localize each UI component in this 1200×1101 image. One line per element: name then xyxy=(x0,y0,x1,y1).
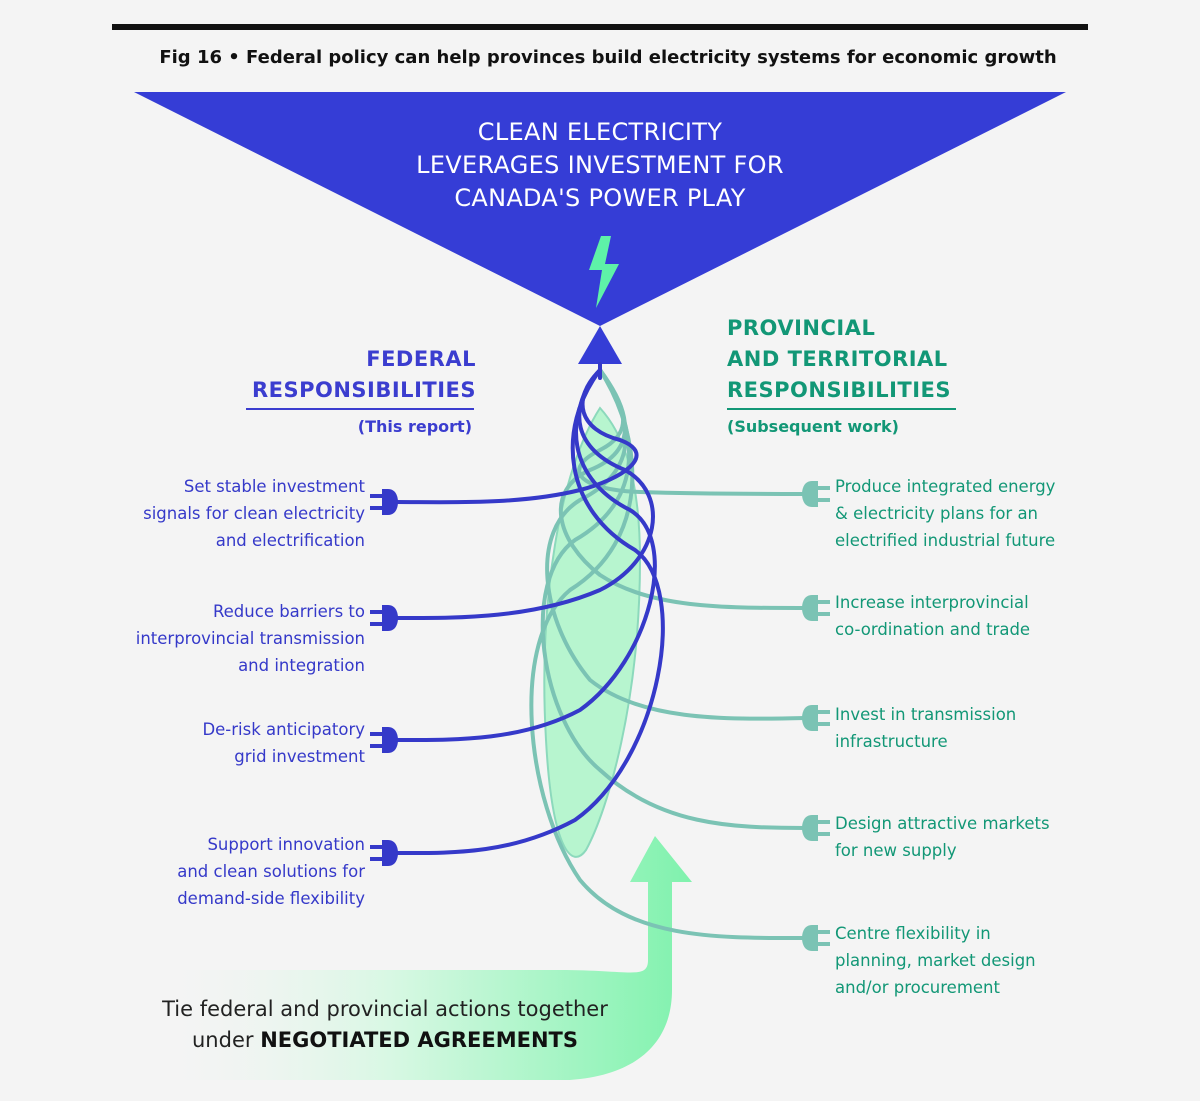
federal-item-investment-signals: Set stable investment signals for clean … xyxy=(143,473,365,554)
federal-wire xyxy=(393,368,657,743)
provincial-heading-line: PROVINCIAL xyxy=(727,316,876,340)
figure-title: Fig 16 • Federal policy can help provinc… xyxy=(159,47,1057,68)
item-line: and/or procurement xyxy=(835,978,1000,997)
item-line: De-risk anticipatory xyxy=(202,720,365,739)
item-line: and electrification xyxy=(215,531,365,550)
item-line: grid investment xyxy=(234,747,365,766)
item-line: and integration xyxy=(238,656,365,675)
up-arrow-icon xyxy=(578,326,622,364)
provincial-wire xyxy=(529,368,807,941)
provincial-item-flexibility: Centre flexibility in planning, market d… xyxy=(835,920,1036,1001)
plug-icon xyxy=(370,727,398,753)
item-line: Design attractive markets xyxy=(835,814,1050,833)
item-line: Increase interprovincial xyxy=(835,593,1029,612)
plug-icon xyxy=(370,489,398,515)
federal-heading-line: RESPONSIBILITIES xyxy=(251,378,476,402)
provincial-heading-line: AND TERRITORIAL xyxy=(727,347,948,371)
provincial-item-integrated-plans: Produce integrated energy & electricity … xyxy=(835,473,1055,554)
plug-icon xyxy=(802,815,830,841)
federal-wire xyxy=(393,368,639,505)
wires xyxy=(393,362,807,941)
item-line: demand-side flexibility xyxy=(177,889,365,908)
item-line: & electricity plans for an xyxy=(835,504,1039,523)
plug-icon xyxy=(802,481,830,507)
provincial-wire xyxy=(545,368,807,721)
item-line: planning, market design xyxy=(835,951,1036,970)
item-line: and clean solutions for xyxy=(177,862,365,881)
caption-prefix: under xyxy=(192,1028,261,1052)
federal-subheading: (This report) xyxy=(357,417,472,436)
plug-icon xyxy=(802,925,830,951)
federal-wire xyxy=(393,368,665,856)
provincial-heading-underline xyxy=(727,408,956,410)
provincial-heading-line: RESPONSIBILITIES xyxy=(727,378,952,402)
funnel-title-line: CLEAN ELECTRICITY xyxy=(477,118,723,146)
plug-icon xyxy=(370,840,398,866)
funnel-title-line: CANADA'S POWER PLAY xyxy=(454,184,746,212)
lightning-bolt-icon xyxy=(589,236,619,308)
item-line: Set stable investment xyxy=(183,477,365,496)
plug-icon xyxy=(802,705,830,731)
provincial-heading: PROVINCIAL AND TERRITORIAL RESPONSIBILIT… xyxy=(727,313,951,406)
caption-line-2: under NEGOTIATED AGREEMENTS xyxy=(150,1025,620,1056)
federal-heading-line: FEDERAL xyxy=(366,347,476,371)
federal-item-support-innovation: Support innovation and clean solutions f… xyxy=(177,831,365,912)
federal-item-de-risk: De-risk anticipatory grid investment xyxy=(202,716,365,770)
item-line: electrified industrial future xyxy=(835,531,1056,550)
provincial-subheading: (Subsequent work) xyxy=(727,417,899,436)
federal-item-reduce-barriers: Reduce barriers to interprovincial trans… xyxy=(136,598,365,679)
federal-heading-underline xyxy=(246,408,474,410)
item-line: Invest in transmission xyxy=(835,705,1017,724)
item-line: signals for clean electricity xyxy=(143,504,365,523)
item-line: co-ordination and trade xyxy=(835,620,1031,639)
item-line: Centre flexibility in xyxy=(835,924,991,943)
item-line: Support innovation xyxy=(207,835,365,854)
provincial-item-coordination: Increase interprovincial co-ordination a… xyxy=(835,589,1030,643)
funnel-title-line: LEVERAGES INVESTMENT FOR xyxy=(416,151,784,179)
item-line: interprovincial transmission xyxy=(135,629,365,648)
caption-line-1: Tie federal and provincial actions toget… xyxy=(162,997,608,1021)
plug-icon xyxy=(370,605,398,631)
funnel-title: CLEAN ELECTRICITY LEVERAGES INVESTMENT F… xyxy=(380,116,820,215)
curved-arrow-icon xyxy=(150,836,692,1080)
federal-heading: FEDERAL RESPONSIBILITIES xyxy=(252,344,476,406)
caption-bold: NEGOTIATED AGREEMENTS xyxy=(260,1028,578,1052)
plug-icon xyxy=(802,595,830,621)
provincial-item-markets: Design attractive markets for new supply xyxy=(835,810,1050,864)
provincial-item-transmission: Invest in transmission infrastructure xyxy=(835,701,1016,755)
negotiated-agreements-caption: Tie federal and provincial actions toget… xyxy=(150,994,620,1056)
funnel-shape xyxy=(134,92,1066,326)
top-rule xyxy=(112,24,1088,30)
item-line: Reduce barriers to xyxy=(212,602,365,621)
plugs xyxy=(370,481,830,951)
item-line: for new supply xyxy=(835,841,957,860)
item-line: infrastructure xyxy=(835,732,948,751)
item-line: Produce integrated energy xyxy=(835,477,1056,496)
